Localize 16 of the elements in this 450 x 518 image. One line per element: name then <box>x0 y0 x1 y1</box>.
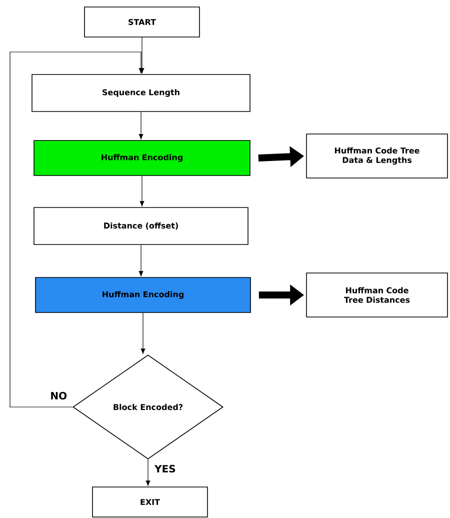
process-box: Huffman Encoding <box>34 140 250 176</box>
process-box: Sequence Length <box>32 74 250 112</box>
edge-label: NO <box>51 392 67 400</box>
arrow <box>140 176 144 206</box>
process-box: Huffman Code Tree Distances <box>306 272 448 318</box>
process-box: Huffman Code Tree Data & Lengths <box>306 134 448 178</box>
process-box: Huffman Encoding <box>35 277 251 313</box>
arrow <box>10 52 144 408</box>
arrow <box>138 112 144 140</box>
arrow <box>146 459 150 486</box>
arrow <box>140 312 146 354</box>
edge-label: YES <box>154 464 176 472</box>
arrow <box>138 244 144 276</box>
process-box: START <box>84 6 200 38</box>
process-box: EXIT <box>92 486 208 518</box>
process-box: Distance (offset) <box>34 207 248 245</box>
